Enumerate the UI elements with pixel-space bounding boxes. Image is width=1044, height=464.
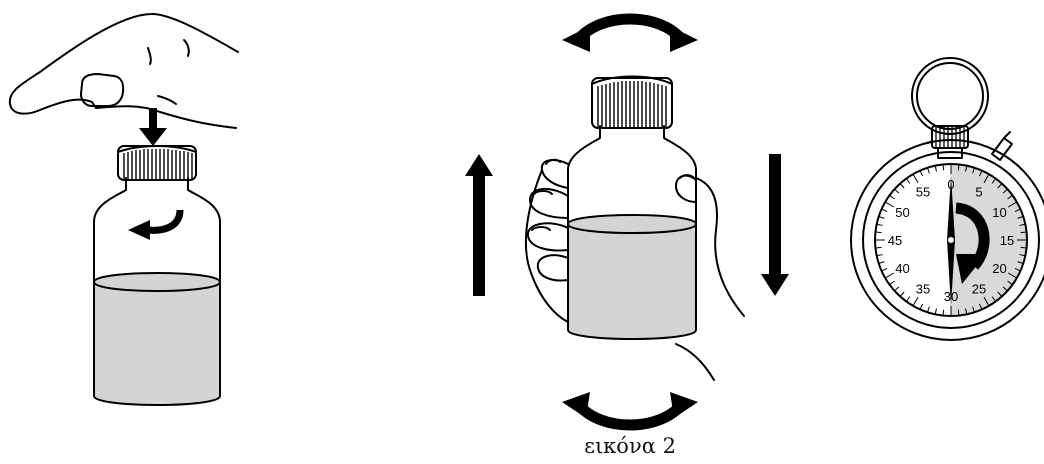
dial-tick [927,306,930,313]
dial-tick [1007,272,1018,279]
dial-tick [997,183,1003,189]
dial-tick [881,208,888,212]
dial-tick [878,261,885,264]
dial-tick [991,178,997,184]
dial-tick [1020,246,1027,249]
dial-tick [927,167,930,174]
dial-tick [878,216,885,219]
dial-tick [942,164,945,171]
finger-press-icon [8,13,239,129]
vial-icon [93,145,221,406]
dial-tick [983,173,990,184]
dial-tick [979,170,983,177]
rotate-bottom-arrow-icon [562,392,698,431]
dial-tick [965,165,968,172]
dial-number: 55 [916,185,930,200]
dial-tick [1014,208,1021,212]
rotate-top-arrow-icon [562,13,698,52]
dial-tick [1020,231,1027,234]
dial-number: 50 [895,205,909,220]
vial-liquid [568,215,696,339]
dial-tick [979,303,983,310]
dial-tick [1007,280,1013,286]
dial-tick [1007,201,1018,208]
dial-number: 25 [972,281,986,296]
dial-number: 40 [895,261,909,276]
figure-caption: εικόνα 2 [584,434,676,458]
dial-tick [912,173,919,184]
dial-tick [1007,194,1013,200]
dial-tick [894,286,900,292]
dial-tick [889,194,895,200]
vial-liquid [94,273,220,405]
dial-number: 35 [916,281,930,296]
dial-tick [894,188,900,194]
dial-tick [876,254,883,257]
dial-rotation-arrow-icon [955,202,990,284]
dial-tick [942,309,945,316]
dial-tick [899,183,905,189]
dial-tick [972,167,975,174]
dial-tick [934,308,937,315]
dial-number: 15 [1000,233,1014,248]
dial-tick [881,268,888,272]
dial-number: 10 [992,205,1006,220]
dial-tick [1014,268,1021,272]
dial-tick [957,164,960,171]
dial-tick [884,272,895,279]
dial-tick [875,246,882,249]
dial-tick [912,296,919,307]
dial-tick [1019,254,1026,257]
dial-tick [905,178,911,184]
down-arrow-icon [761,154,789,296]
dial-tick [1002,188,1008,194]
dial-tick [965,308,968,315]
panel-stopwatch: 0510152025303540455055 [850,57,1044,341]
dial-tick [875,231,882,234]
dial-tick [983,296,990,307]
dial-number: 20 [992,261,1006,276]
dial-tick [972,306,975,313]
up-arrow-icon [465,154,493,296]
dial-number: 45 [888,233,902,248]
down-arrow-icon [139,108,167,146]
dial-tick [934,165,937,172]
dial-tick [991,296,997,302]
panel-press-and-turn [8,13,239,406]
dial-numbers: 0510152025303540455055 [888,177,1014,304]
dial-tick [1017,216,1024,219]
dial-tick [899,291,905,297]
dial-tick [919,170,923,177]
dial-tick [919,303,923,310]
dial-tick [1017,261,1024,264]
dial-ticks [875,164,1027,316]
dial-tick [997,291,1003,297]
dial-tick [876,223,883,226]
dial-tick [957,309,960,316]
dial-number: 5 [975,185,982,200]
dial-tick [905,296,911,302]
stopwatch-icon: 0510152025303540455055 [850,57,1044,341]
hand-holding-vial-icon [524,75,745,381]
dial-tick [884,201,895,208]
curved-turn-arrow-icon [128,209,184,240]
dial-tick [889,280,895,286]
dial-tick [1019,223,1026,226]
dial-tick [1002,286,1008,292]
panel-swirl-vial [465,13,789,431]
